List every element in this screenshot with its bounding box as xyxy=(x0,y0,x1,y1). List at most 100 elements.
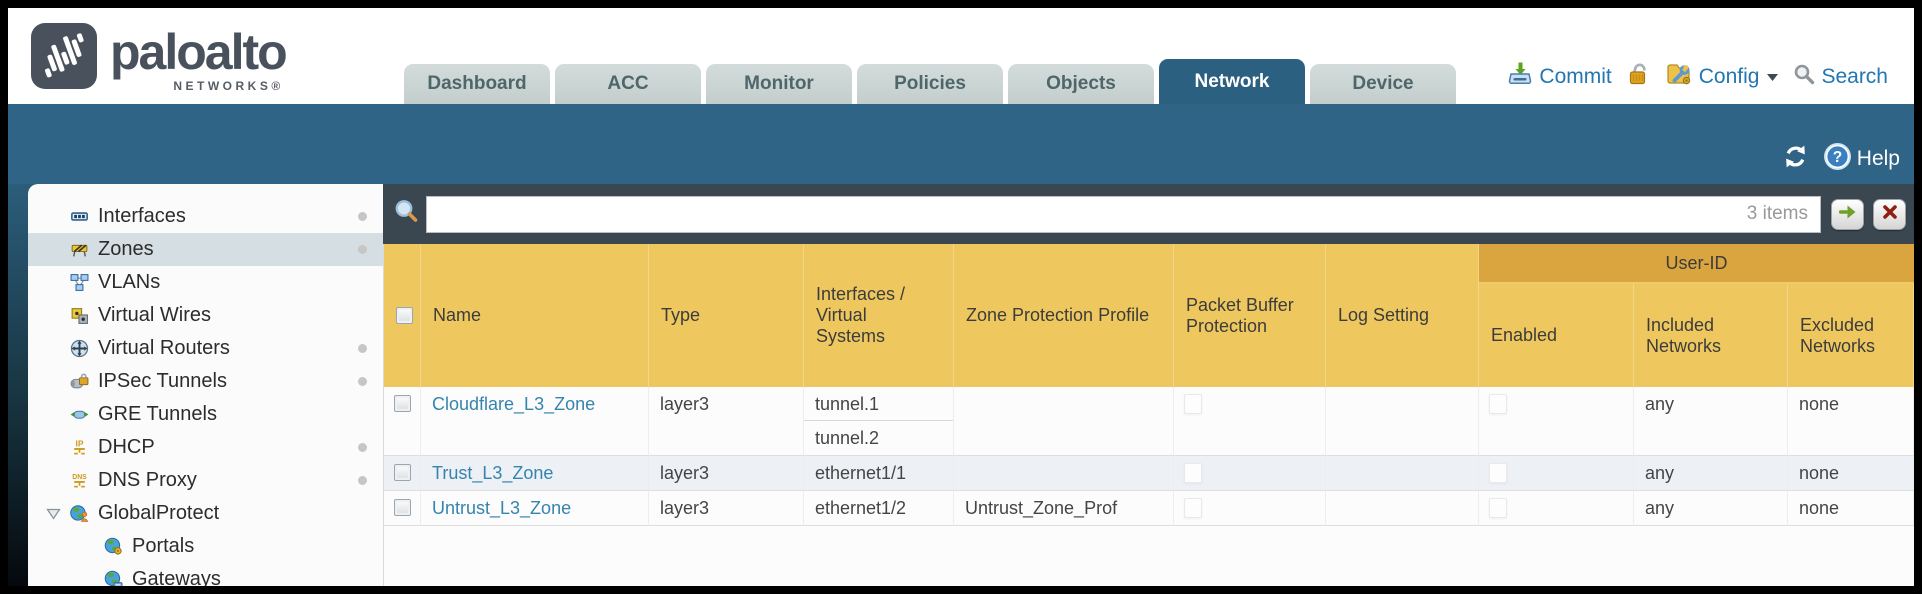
clear-filter-button[interactable] xyxy=(1873,198,1906,230)
tab-objects[interactable]: Objects xyxy=(1008,64,1154,104)
column-header-zone-protection-profile[interactable]: Zone Protection Profile xyxy=(954,244,1174,387)
vlans-icon xyxy=(70,273,89,292)
zone-protection-profile-cell xyxy=(954,456,1174,491)
row-select-cell xyxy=(384,456,421,491)
zone-protection-profile-cell: Untrust_Zone_Prof xyxy=(954,491,1174,526)
dns-proxy-icon: DNS xyxy=(70,471,89,490)
column-header-enabled[interactable]: Enabled xyxy=(1479,284,1634,387)
packet-buffer-checkbox[interactable] xyxy=(1184,498,1202,518)
sidebar-item-label: GlobalProtect xyxy=(98,502,220,524)
zone-type-cell: layer3 xyxy=(649,491,804,526)
packet-buffer-checkbox[interactable] xyxy=(1184,394,1202,414)
ipsec-tunnels-icon xyxy=(70,372,89,391)
apply-filter-button[interactable] xyxy=(1831,198,1864,230)
enabled-checkbox[interactable] xyxy=(1489,498,1507,518)
config-menu-button[interactable]: Config xyxy=(1666,61,1779,92)
select-all-header-cell xyxy=(384,244,421,387)
search-label: Search xyxy=(1821,64,1888,88)
column-header-included-networks[interactable]: Included Networks xyxy=(1634,284,1788,387)
sidebar-item-gre-tunnels[interactable]: GRE Tunnels xyxy=(28,398,383,431)
sidebar-item-virtual-wires[interactable]: Virtual Wires xyxy=(28,299,383,332)
tab-monitor[interactable]: Monitor xyxy=(706,64,852,104)
gateways-icon xyxy=(104,570,123,586)
sidebar-item-zones[interactable]: Zones xyxy=(28,233,383,266)
brand-networks-label: NETWORKS® xyxy=(173,78,284,93)
collapse-triangle-icon[interactable] xyxy=(46,508,61,520)
status-dot xyxy=(358,443,367,452)
commit-button[interactable]: Commit xyxy=(1507,61,1612,92)
global-search-button[interactable]: Search xyxy=(1793,63,1888,90)
row-checkbox[interactable] xyxy=(393,395,411,412)
user-id-enabled-cell xyxy=(1479,491,1634,526)
zone-type-cell: layer3 xyxy=(649,387,804,456)
tab-policies[interactable]: Policies xyxy=(857,64,1003,104)
interface-subcell: ethernet1/1 xyxy=(815,463,907,483)
zone-interfaces-cell: ethernet1/2 xyxy=(804,491,954,526)
row-select-cell xyxy=(384,491,421,526)
user-id-enabled-cell xyxy=(1479,387,1634,456)
green-arrow-icon xyxy=(1838,204,1857,225)
tab-dashboard[interactable]: Dashboard xyxy=(404,64,550,104)
sidebar-item-portals[interactable]: Portals xyxy=(28,530,383,563)
sidebar-item-interfaces[interactable]: Interfaces xyxy=(28,200,383,233)
refresh-button[interactable] xyxy=(1782,143,1809,175)
column-header-excluded-networks[interactable]: Excluded Networks xyxy=(1788,284,1914,387)
tab-acc[interactable]: ACC xyxy=(555,64,701,104)
zone-name-cell: Cloudflare_L3_Zone xyxy=(421,387,649,456)
column-header-name[interactable]: Name xyxy=(421,244,649,387)
lock-button[interactable] xyxy=(1627,62,1651,92)
teal-banner: ? Help xyxy=(8,104,1914,184)
status-dot xyxy=(358,344,367,353)
table-row: Untrust_L3_Zone layer3 ethernet1/2 Untru… xyxy=(384,491,1914,526)
sidebar-item-vlans[interactable]: VLANs xyxy=(28,266,383,299)
row-checkbox[interactable] xyxy=(393,499,411,516)
paloalto-logo-mark-icon xyxy=(30,22,98,95)
portals-icon xyxy=(104,537,123,556)
zone-name-link[interactable]: Cloudflare_L3_Zone xyxy=(432,394,596,414)
network-sidebar: Interfaces Zones VLANs Vir xyxy=(28,184,383,586)
zone-name-link[interactable]: Untrust_L3_Zone xyxy=(432,498,572,518)
sidebar-item-virtual-routers[interactable]: Virtual Routers xyxy=(28,332,383,365)
sidebar-item-dhcp[interactable]: IP DHCP xyxy=(28,431,383,464)
sidebar-item-ipsec-tunnels[interactable]: IPSec Tunnels xyxy=(28,365,383,398)
zone-protection-profile-cell xyxy=(954,387,1174,456)
sidebar-item-label: VLANs xyxy=(98,271,161,293)
help-button[interactable]: ? Help xyxy=(1823,142,1900,176)
zones-icon xyxy=(70,240,89,259)
help-icon: ? xyxy=(1823,142,1852,176)
main-area: Interfaces Zones VLANs Vir xyxy=(8,184,1914,586)
filter-input-box[interactable]: 3 items xyxy=(426,195,1821,233)
filter-input[interactable] xyxy=(427,196,1747,232)
status-dot xyxy=(358,476,367,485)
config-wrench-folder-icon xyxy=(1666,61,1693,92)
packet-buffer-protection-cell xyxy=(1174,387,1326,456)
table-row: Cloudflare_L3_Zone layer3 tunnel.1 tunne… xyxy=(384,387,1914,456)
packet-buffer-checkbox[interactable] xyxy=(1184,463,1202,483)
zone-name-link[interactable]: Trust_L3_Zone xyxy=(432,463,554,483)
globalprotect-icon xyxy=(70,504,89,523)
row-checkbox[interactable] xyxy=(393,464,411,481)
tab-device[interactable]: Device xyxy=(1310,64,1456,104)
svg-text:DNS: DNS xyxy=(72,474,87,481)
user-id-group-header: User-ID xyxy=(1479,244,1914,284)
tab-network[interactable]: Network xyxy=(1159,59,1305,104)
sidebar-item-gateways[interactable]: Gateways xyxy=(28,563,383,586)
row-select-cell xyxy=(384,387,421,456)
enabled-checkbox[interactable] xyxy=(1489,394,1507,414)
zones-content: 3 items xyxy=(383,184,1914,586)
column-header-packet-buffer-protection[interactable]: Packet Buffer Protection xyxy=(1174,244,1326,387)
svg-text:?: ? xyxy=(1833,149,1842,166)
select-all-checkbox[interactable] xyxy=(396,307,413,324)
sidebar-item-globalprotect[interactable]: GlobalProtect xyxy=(28,497,383,530)
column-header-log-setting[interactable]: Log Setting xyxy=(1326,244,1479,387)
status-dot xyxy=(358,212,367,221)
brand-name: paloalto xyxy=(110,23,288,80)
header-action-group: Commit xyxy=(1507,61,1888,92)
sidebar-item-dns-proxy[interactable]: DNS DNS Proxy xyxy=(28,464,383,497)
top-header-bar: paloalto NETWORKS® Dashboard ACC Monitor… xyxy=(8,8,1914,104)
column-header-interfaces[interactable]: Interfaces / Virtual Systems xyxy=(804,244,954,387)
sidebar-item-label: DHCP xyxy=(98,436,155,458)
column-header-type[interactable]: Type xyxy=(649,244,804,387)
enabled-checkbox[interactable] xyxy=(1489,463,1507,483)
interfaces-icon xyxy=(70,207,89,226)
